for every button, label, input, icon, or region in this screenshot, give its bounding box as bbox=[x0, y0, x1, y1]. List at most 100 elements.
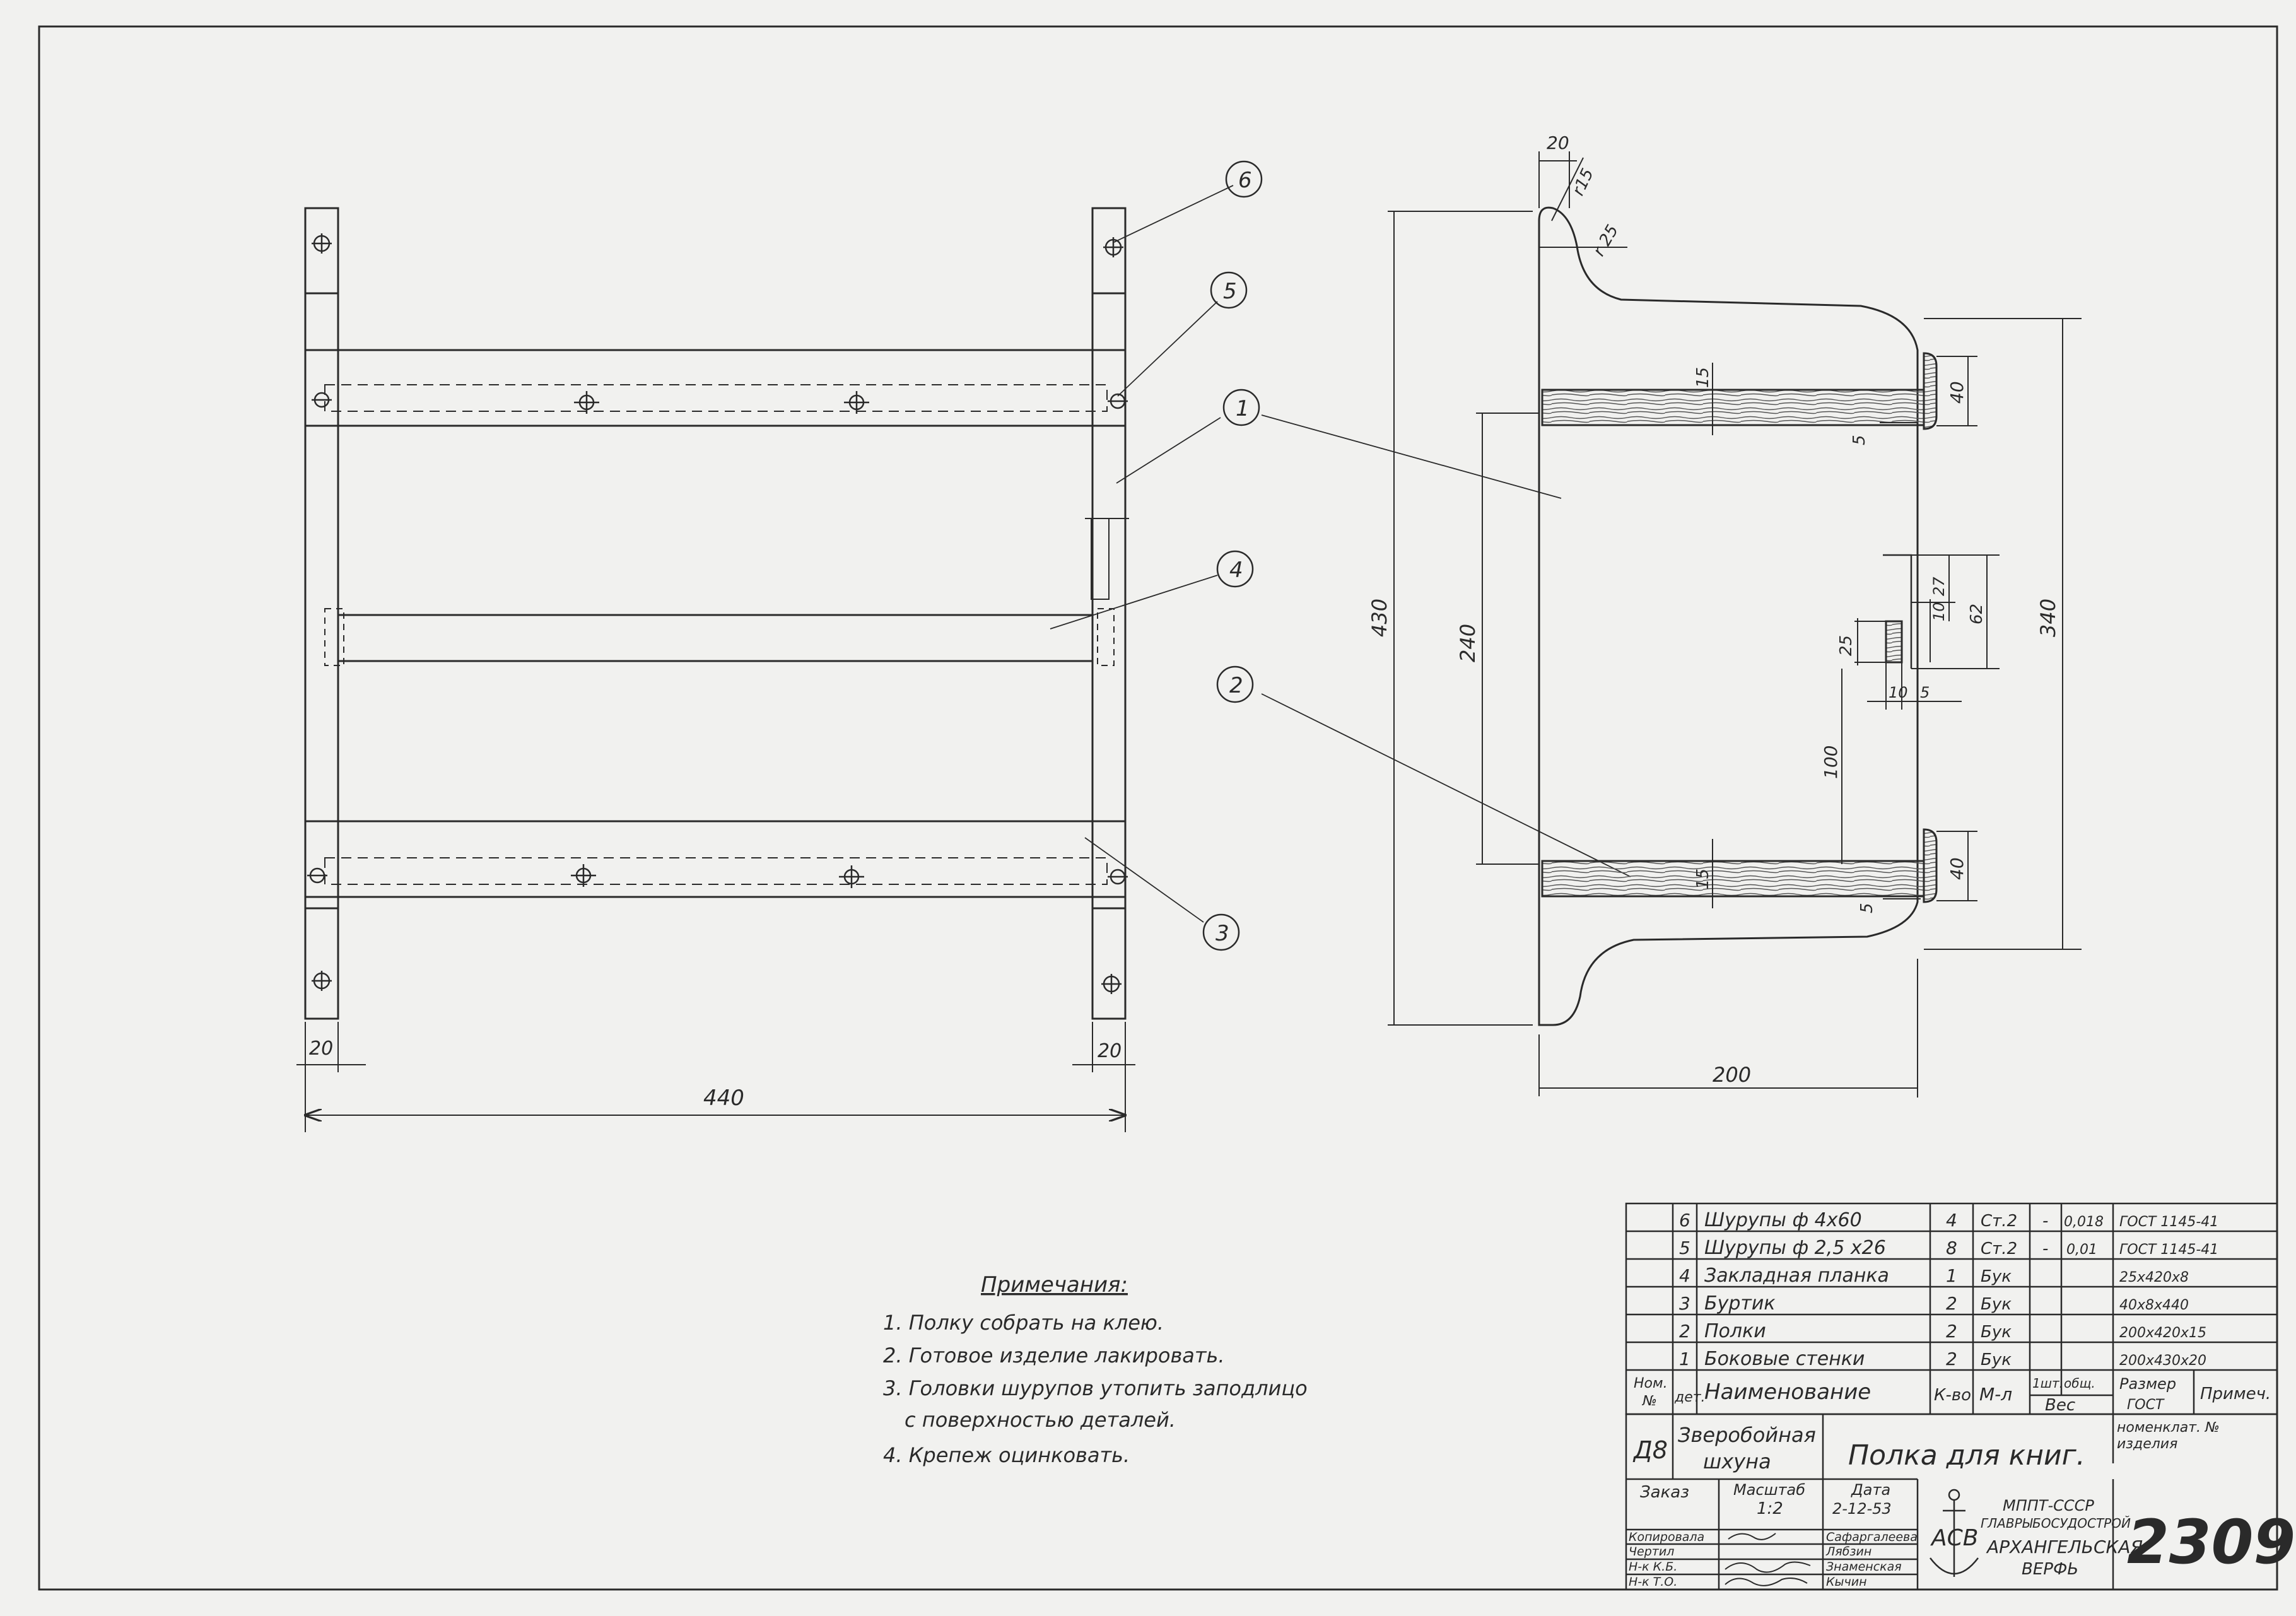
svg-text:Размер: Размер bbox=[2119, 1375, 2176, 1393]
dim-side-15b: 15 bbox=[1694, 869, 1713, 889]
screw-icon bbox=[1108, 393, 1128, 409]
screw-icon bbox=[844, 391, 869, 414]
svg-text:2: 2 bbox=[1229, 673, 1243, 698]
svg-text:25х420х8: 25х420х8 bbox=[2119, 1270, 2189, 1285]
svg-text:№: № bbox=[1642, 1393, 1657, 1409]
balloon-5: 5 bbox=[1210, 271, 1248, 309]
role-head-to: Н-к Т.О. bbox=[1629, 1575, 1677, 1589]
front-view bbox=[304, 207, 1129, 1020]
dim-side-25: 25 bbox=[1837, 635, 1856, 656]
dim-side-200: 200 bbox=[1713, 1063, 1751, 1087]
org-department: ГЛАВРЫБОСУДОСТРОЙ bbox=[1981, 1516, 2131, 1531]
svg-text:2: 2 bbox=[1679, 1321, 1690, 1342]
role-drew: Чертил bbox=[1629, 1545, 1674, 1559]
screw-icon bbox=[1101, 974, 1122, 994]
name-drew: Лябзин bbox=[1825, 1545, 1871, 1559]
svg-text:дет.: дет. bbox=[1674, 1390, 1706, 1405]
scale-label: Масштаб bbox=[1733, 1481, 1805, 1499]
svg-text:К-во: К-во bbox=[1934, 1386, 1971, 1405]
name-copied: Сафаргалеева bbox=[1826, 1530, 1918, 1544]
screw-icon bbox=[839, 865, 864, 888]
date-value: 2-12-53 bbox=[1832, 1500, 1892, 1518]
svg-text:-: - bbox=[2042, 1239, 2048, 1258]
svg-text:Шурупы ф 4х60: Шурупы ф 4х60 bbox=[1704, 1209, 1862, 1231]
svg-text:Бук: Бук bbox=[1981, 1267, 2012, 1286]
svg-text:Шурупы ф 2,5 х26: Шурупы ф 2,5 х26 bbox=[1704, 1237, 1886, 1259]
front-bottom-shelf bbox=[304, 820, 1127, 898]
role-head-kb: Н-к К.Б. bbox=[1629, 1560, 1677, 1574]
screw-icon bbox=[574, 391, 599, 414]
signature-icon bbox=[1725, 1561, 1811, 1573]
svg-text:Буртик: Буртик bbox=[1704, 1292, 1775, 1314]
anchor-logo-icon bbox=[1930, 1489, 1979, 1577]
svg-text:Наименование: Наименование bbox=[1704, 1379, 1871, 1405]
dim-side-100: 100 bbox=[1820, 746, 1841, 779]
note-3b: с поверхностью деталей. bbox=[905, 1408, 1176, 1432]
bom-rows: 6 Шурупы ф 4х60 4 Ст.2 - 0,018 ГОСТ 1145… bbox=[1634, 1209, 2271, 1415]
svg-text:200х430х20: 200х430х20 bbox=[2119, 1353, 2206, 1369]
svg-text:Примеч.: Примеч. bbox=[2200, 1385, 2271, 1403]
svg-text:М-л: М-л bbox=[1979, 1384, 2012, 1405]
front-screws bbox=[307, 233, 1128, 994]
svg-text:3: 3 bbox=[1215, 921, 1229, 946]
svg-text:5: 5 bbox=[1679, 1238, 1690, 1258]
svg-text:4: 4 bbox=[1229, 558, 1243, 583]
svg-text:-: - bbox=[2042, 1212, 2048, 1231]
front-dimensions bbox=[296, 1022, 1135, 1132]
dim-side-62: 62 bbox=[1967, 604, 1986, 624]
svg-text:6: 6 bbox=[1679, 1210, 1690, 1231]
svg-text:ГОСТ: ГОСТ bbox=[2127, 1397, 2165, 1413]
dim-side-40a: 40 bbox=[1947, 381, 1967, 404]
dim-side-240: 240 bbox=[1456, 624, 1480, 662]
dim-side-430: 430 bbox=[1368, 599, 1391, 637]
front-middle-strip bbox=[337, 614, 1094, 662]
dim-side-15a: 15 bbox=[1694, 367, 1713, 388]
svg-text:6: 6 bbox=[1238, 168, 1252, 193]
dim-side-27: 27 bbox=[1930, 577, 1948, 596]
date-label: Дата bbox=[1851, 1481, 1890, 1499]
drawing-number: 2309 bbox=[2127, 1507, 2295, 1578]
side-top-shelf bbox=[1541, 389, 1925, 426]
sheet-frame bbox=[38, 25, 2278, 1591]
screw-icon bbox=[312, 971, 332, 991]
dim-side-10h: 10 bbox=[1889, 684, 1908, 701]
order-label: Заказ bbox=[1640, 1483, 1689, 1502]
screw-icon bbox=[571, 864, 596, 887]
dim-front-440: 440 bbox=[703, 1086, 744, 1111]
dim-side-5b: 5 bbox=[1858, 903, 1877, 913]
dim-side-10v: 10 bbox=[1930, 602, 1948, 621]
role-copied: Копировала bbox=[1629, 1530, 1704, 1544]
front-left-side-panel bbox=[304, 207, 339, 1020]
note-2: 2. Готовое изделие лакировать. bbox=[883, 1344, 1225, 1367]
signature-icon bbox=[1725, 1578, 1808, 1586]
notes-title: Примечания: bbox=[981, 1272, 1128, 1297]
title-block bbox=[1625, 1413, 2278, 1591]
svg-text:Бук: Бук bbox=[1981, 1323, 2012, 1342]
balloon-6: 6 bbox=[1225, 160, 1263, 198]
svg-text:4: 4 bbox=[1946, 1210, 1957, 1231]
leaders bbox=[1050, 185, 1631, 923]
org-shipyard-2: ВЕРФЬ bbox=[2022, 1560, 2078, 1579]
dim-side-r25: r 25 bbox=[1590, 221, 1622, 259]
svg-text:1: 1 bbox=[1236, 396, 1250, 421]
nomenclature-2: изделия bbox=[2117, 1436, 2177, 1452]
side-dimensions bbox=[1388, 151, 2082, 1098]
svg-text:3: 3 bbox=[1679, 1293, 1690, 1314]
project-name-1: Зверобойная bbox=[1678, 1423, 1816, 1447]
svg-text:ГОСТ 1145-41: ГОСТ 1145-41 bbox=[2119, 1214, 2218, 1230]
nomenclature-1: номенклат. № bbox=[2117, 1420, 2220, 1436]
front-top-shelf bbox=[304, 349, 1127, 427]
dim-side-340: 340 bbox=[2036, 599, 2060, 637]
front-right-side-panel bbox=[1091, 207, 1127, 1020]
svg-text:Ст.2: Ст.2 bbox=[1981, 1239, 2017, 1258]
svg-text:Вес: Вес bbox=[2045, 1396, 2075, 1415]
svg-text:40х8х440: 40х8х440 bbox=[2119, 1297, 2189, 1313]
screw-icon bbox=[1108, 869, 1128, 885]
svg-text:ГОСТ 1145-41: ГОСТ 1145-41 bbox=[2119, 1242, 2218, 1258]
side-view bbox=[1538, 206, 1938, 1026]
notes: Примечания: 1. Полку собрать на клею. 2.… bbox=[883, 1272, 1308, 1467]
dim-side-r15: r15 bbox=[1569, 166, 1598, 199]
dim-side-20: 20 bbox=[1547, 132, 1569, 153]
dim-front-20-right: 20 bbox=[1098, 1040, 1122, 1062]
balloon-2: 2 bbox=[1216, 665, 1254, 703]
